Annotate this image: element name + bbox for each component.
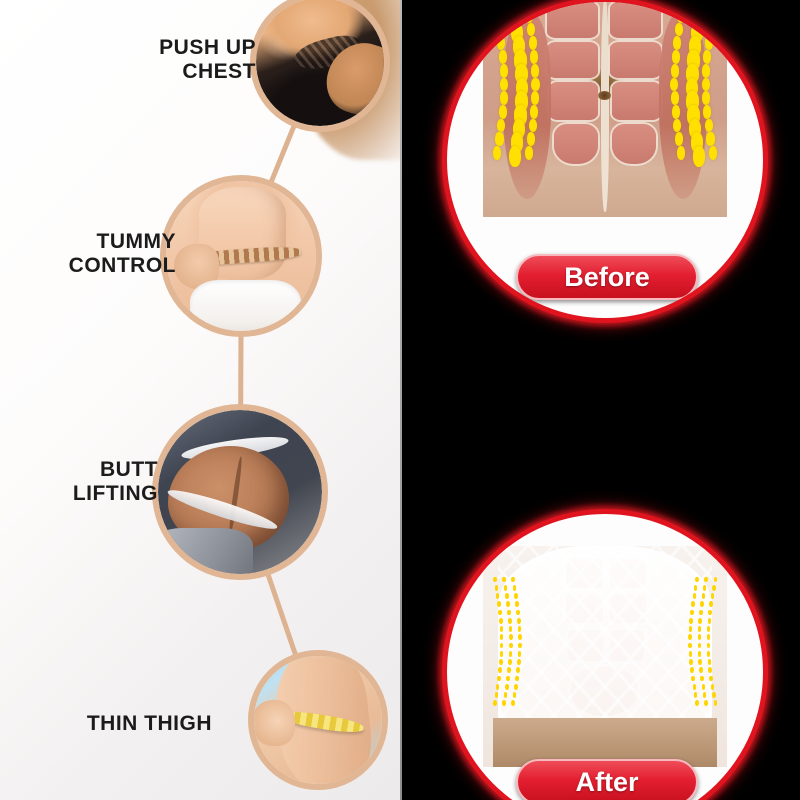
fat-deposits-right bbox=[639, 2, 722, 217]
before-comparison-circle[interactable]: Before bbox=[447, 2, 763, 318]
muscle-block bbox=[612, 81, 661, 120]
feature-label-push-up-chest: PUSH UP CHEST bbox=[159, 36, 256, 83]
feature-label-butt-lifting: BUTT LIFTING bbox=[72, 458, 158, 505]
after-comparison-circle[interactable]: After bbox=[447, 514, 763, 800]
photo-tummy-control bbox=[166, 181, 316, 331]
feature-label-tummy-control: TUMMY CONTROL bbox=[68, 230, 176, 277]
muscle-block bbox=[546, 2, 598, 38]
illustration-after-abdomen bbox=[483, 545, 727, 767]
panel-divider bbox=[400, 0, 402, 800]
muscle-block bbox=[612, 123, 657, 164]
feature-bubble-tummy-control[interactable] bbox=[160, 175, 322, 337]
navel bbox=[597, 90, 612, 100]
muscle-block bbox=[553, 123, 598, 164]
quilted-pattern bbox=[497, 545, 713, 736]
fingers-shape bbox=[254, 699, 295, 746]
feature-bubble-butt-lifting[interactable] bbox=[152, 404, 328, 580]
illustration-before-abdomen bbox=[483, 2, 727, 217]
shapewear-garment bbox=[497, 545, 713, 736]
connector-line-2 bbox=[237, 332, 244, 408]
after-badge: After bbox=[516, 759, 698, 800]
photo-push-up-chest bbox=[256, 0, 384, 126]
muscle-block bbox=[609, 2, 661, 38]
feature-bubble-push-up-chest[interactable] bbox=[250, 0, 390, 132]
feature-label-thin-thigh: THIN THIGH bbox=[86, 712, 212, 735]
feature-bubble-thin-thigh[interactable] bbox=[248, 650, 388, 790]
muscle-block bbox=[546, 42, 598, 78]
before-badge: Before bbox=[516, 254, 698, 300]
linea-alba bbox=[600, 2, 610, 213]
photo-butt-lifting bbox=[158, 410, 322, 574]
muscle-block bbox=[549, 81, 598, 120]
fat-deposits-right bbox=[639, 546, 722, 767]
fat-deposits-left bbox=[488, 546, 571, 767]
legging-fabric bbox=[158, 528, 254, 574]
white-shorts bbox=[190, 280, 301, 331]
photo-thin-thigh bbox=[254, 656, 382, 784]
before-after-panel: Before After bbox=[402, 0, 800, 800]
muscle-block bbox=[609, 42, 661, 78]
fat-deposits-left bbox=[488, 2, 571, 217]
connector-line-3 bbox=[264, 570, 299, 659]
features-panel: PUSH UP CHEST TUMMY CONTROL BUTT LIFTING bbox=[0, 0, 402, 800]
connector-line-1 bbox=[267, 122, 298, 186]
